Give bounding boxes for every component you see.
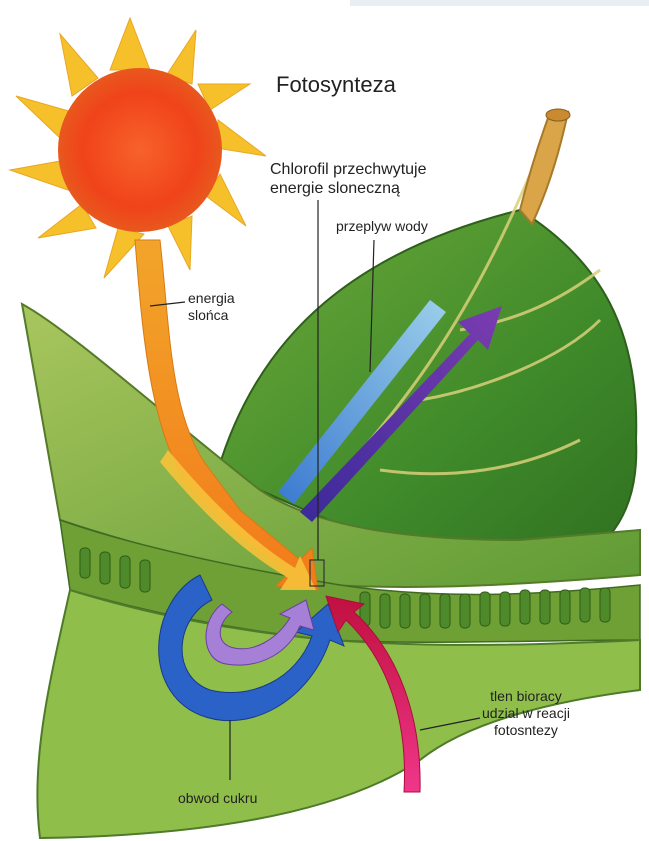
chlorophyll-label: Chlorofil przechwytuje energie sloneczną (270, 160, 427, 198)
chlorophyll-label-line1: Chlorofil przechwytuje (270, 160, 427, 179)
chlorophyll-label-line2: energie sloneczną (270, 179, 427, 198)
diagram-title: Fotosynteza (276, 72, 396, 98)
sun-energy-label-line2: slońca (188, 307, 235, 324)
oxygen-label-line1: tlen bioracy (482, 688, 570, 705)
oxygen-label: tlen bioracy udzial w reacji fotosntezy (482, 688, 570, 738)
oxygen-label-line2: udzial w reacji (482, 705, 570, 722)
oxygen-label-line3: fotosntezy (482, 722, 570, 739)
sun-energy-label: energia slońca (188, 290, 235, 324)
sun-icon (58, 68, 222, 232)
water-flow-label: przeplyw wody (336, 218, 428, 235)
leaf-stem (520, 112, 568, 224)
sugar-circuit-label: obwod cukru (178, 790, 257, 807)
sun-energy-label-line1: energia (188, 290, 235, 307)
stem-tip (546, 109, 570, 121)
